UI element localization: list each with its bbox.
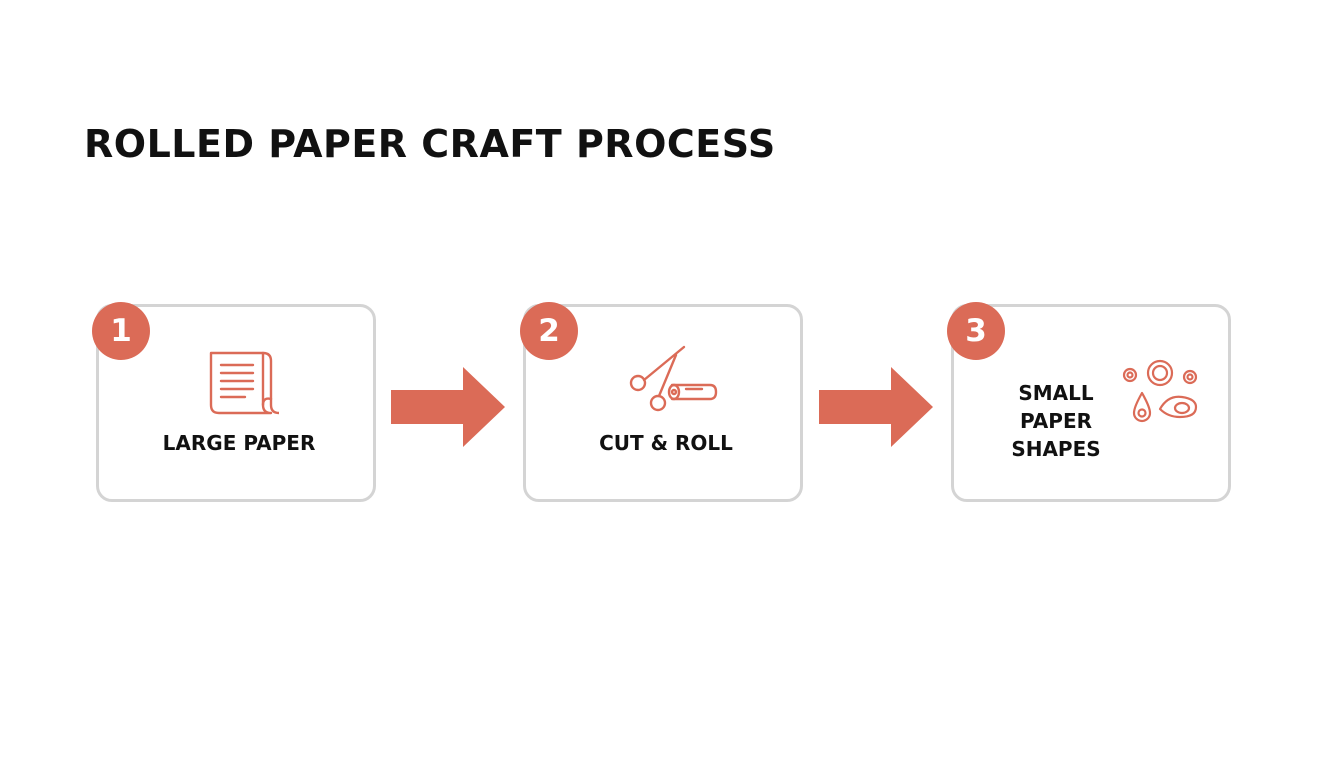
- paper-scroll-icon: [209, 351, 279, 415]
- step-2-label: CUT & ROLL: [599, 431, 733, 455]
- arrow-right-icon: [819, 367, 933, 447]
- paper-shapes-icon: [1122, 359, 1198, 423]
- step-3-label-line: SMALL: [1018, 381, 1094, 405]
- step-1-badge: 1: [92, 302, 150, 360]
- step-1-card: LARGE PAPER: [96, 304, 376, 502]
- arrow-right-icon: [391, 367, 505, 447]
- step-2-badge: 2: [520, 302, 578, 360]
- step-1-label: LARGE PAPER: [162, 431, 316, 455]
- step-3-badge: 3: [947, 302, 1005, 360]
- step-3-label-line: PAPER: [1019, 409, 1093, 433]
- step-3-label: SMALL PAPER SHAPES: [1008, 379, 1104, 463]
- page-title: ROLLED PAPER CRAFT PROCESS: [84, 122, 776, 166]
- scissors-roll-icon: [629, 345, 718, 412]
- step-3-label-line: SHAPES: [1011, 437, 1101, 461]
